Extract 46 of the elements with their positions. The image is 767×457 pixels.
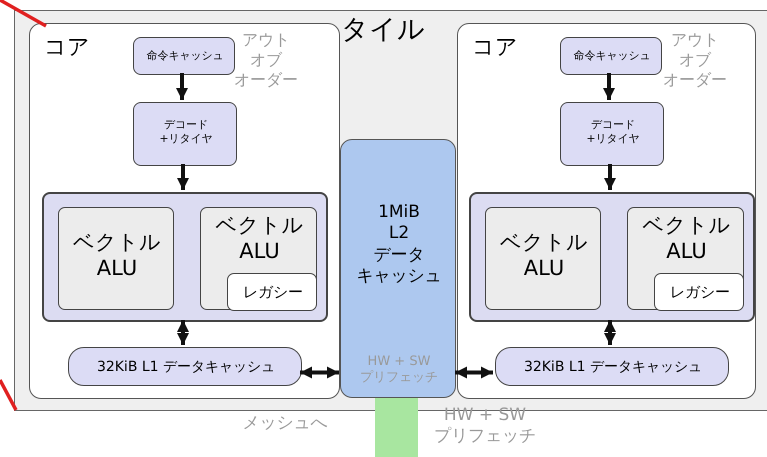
alu-label: ベクトル ALU (642, 212, 732, 264)
arrow (455, 366, 493, 378)
note-text: HW + SW プリフェッチ (359, 354, 439, 386)
core-label: コア (472, 34, 519, 62)
legacy-label: レガシー (669, 283, 731, 302)
cache-label: 32KiB L1 データキャッシュ (96, 359, 276, 376)
alu-cluster-panel (42, 192, 328, 322)
arrow (177, 164, 189, 190)
alu-box (485, 207, 601, 310)
unit-box (560, 37, 662, 75)
cache-label: 1MiB L2 データキャッシュ (356, 202, 442, 287)
unit-label: 命令キャッシュ (572, 49, 652, 63)
legacy-label: レガシー (242, 283, 304, 302)
note-text: アウトオブオーダー (662, 30, 728, 90)
alu-cluster-panel (469, 192, 755, 322)
cache-label: 32KiB L1 データキャッシュ (522, 359, 704, 376)
unit-box (133, 37, 235, 75)
cache-box (340, 139, 456, 398)
unit-label: 命令キャッシュ (146, 49, 224, 63)
cache-box (495, 347, 729, 386)
arrow (604, 164, 616, 190)
mesh-link-bar (375, 398, 418, 457)
alu-box (58, 207, 174, 310)
arrow (603, 73, 615, 100)
arrow (177, 320, 189, 345)
cache-box (68, 347, 302, 386)
arrow (604, 320, 616, 345)
alu-label: ベクトル ALU (499, 229, 589, 282)
arrow (176, 73, 188, 100)
alu-box (627, 207, 744, 310)
core-panel (29, 23, 340, 399)
unit-box (133, 102, 237, 166)
mesh-label: メッシュへ (242, 413, 328, 434)
core-label: コア (44, 34, 91, 62)
unit-box (560, 102, 664, 166)
core-panel (457, 23, 756, 399)
alu-label: ベクトル ALU (214, 212, 304, 264)
legacy-box (227, 273, 317, 311)
alu-box (200, 207, 317, 310)
unit-label: デコード+リタイヤ (158, 118, 214, 146)
legacy-box (654, 273, 744, 311)
unit-label: デコード+リタイヤ (585, 118, 641, 146)
alu-label: ベクトル ALU (72, 229, 162, 282)
mesh-label: HW + SW プリフェッチ (433, 405, 537, 448)
note-text: アウトオブオーダー (233, 30, 299, 90)
arrow (300, 366, 339, 378)
